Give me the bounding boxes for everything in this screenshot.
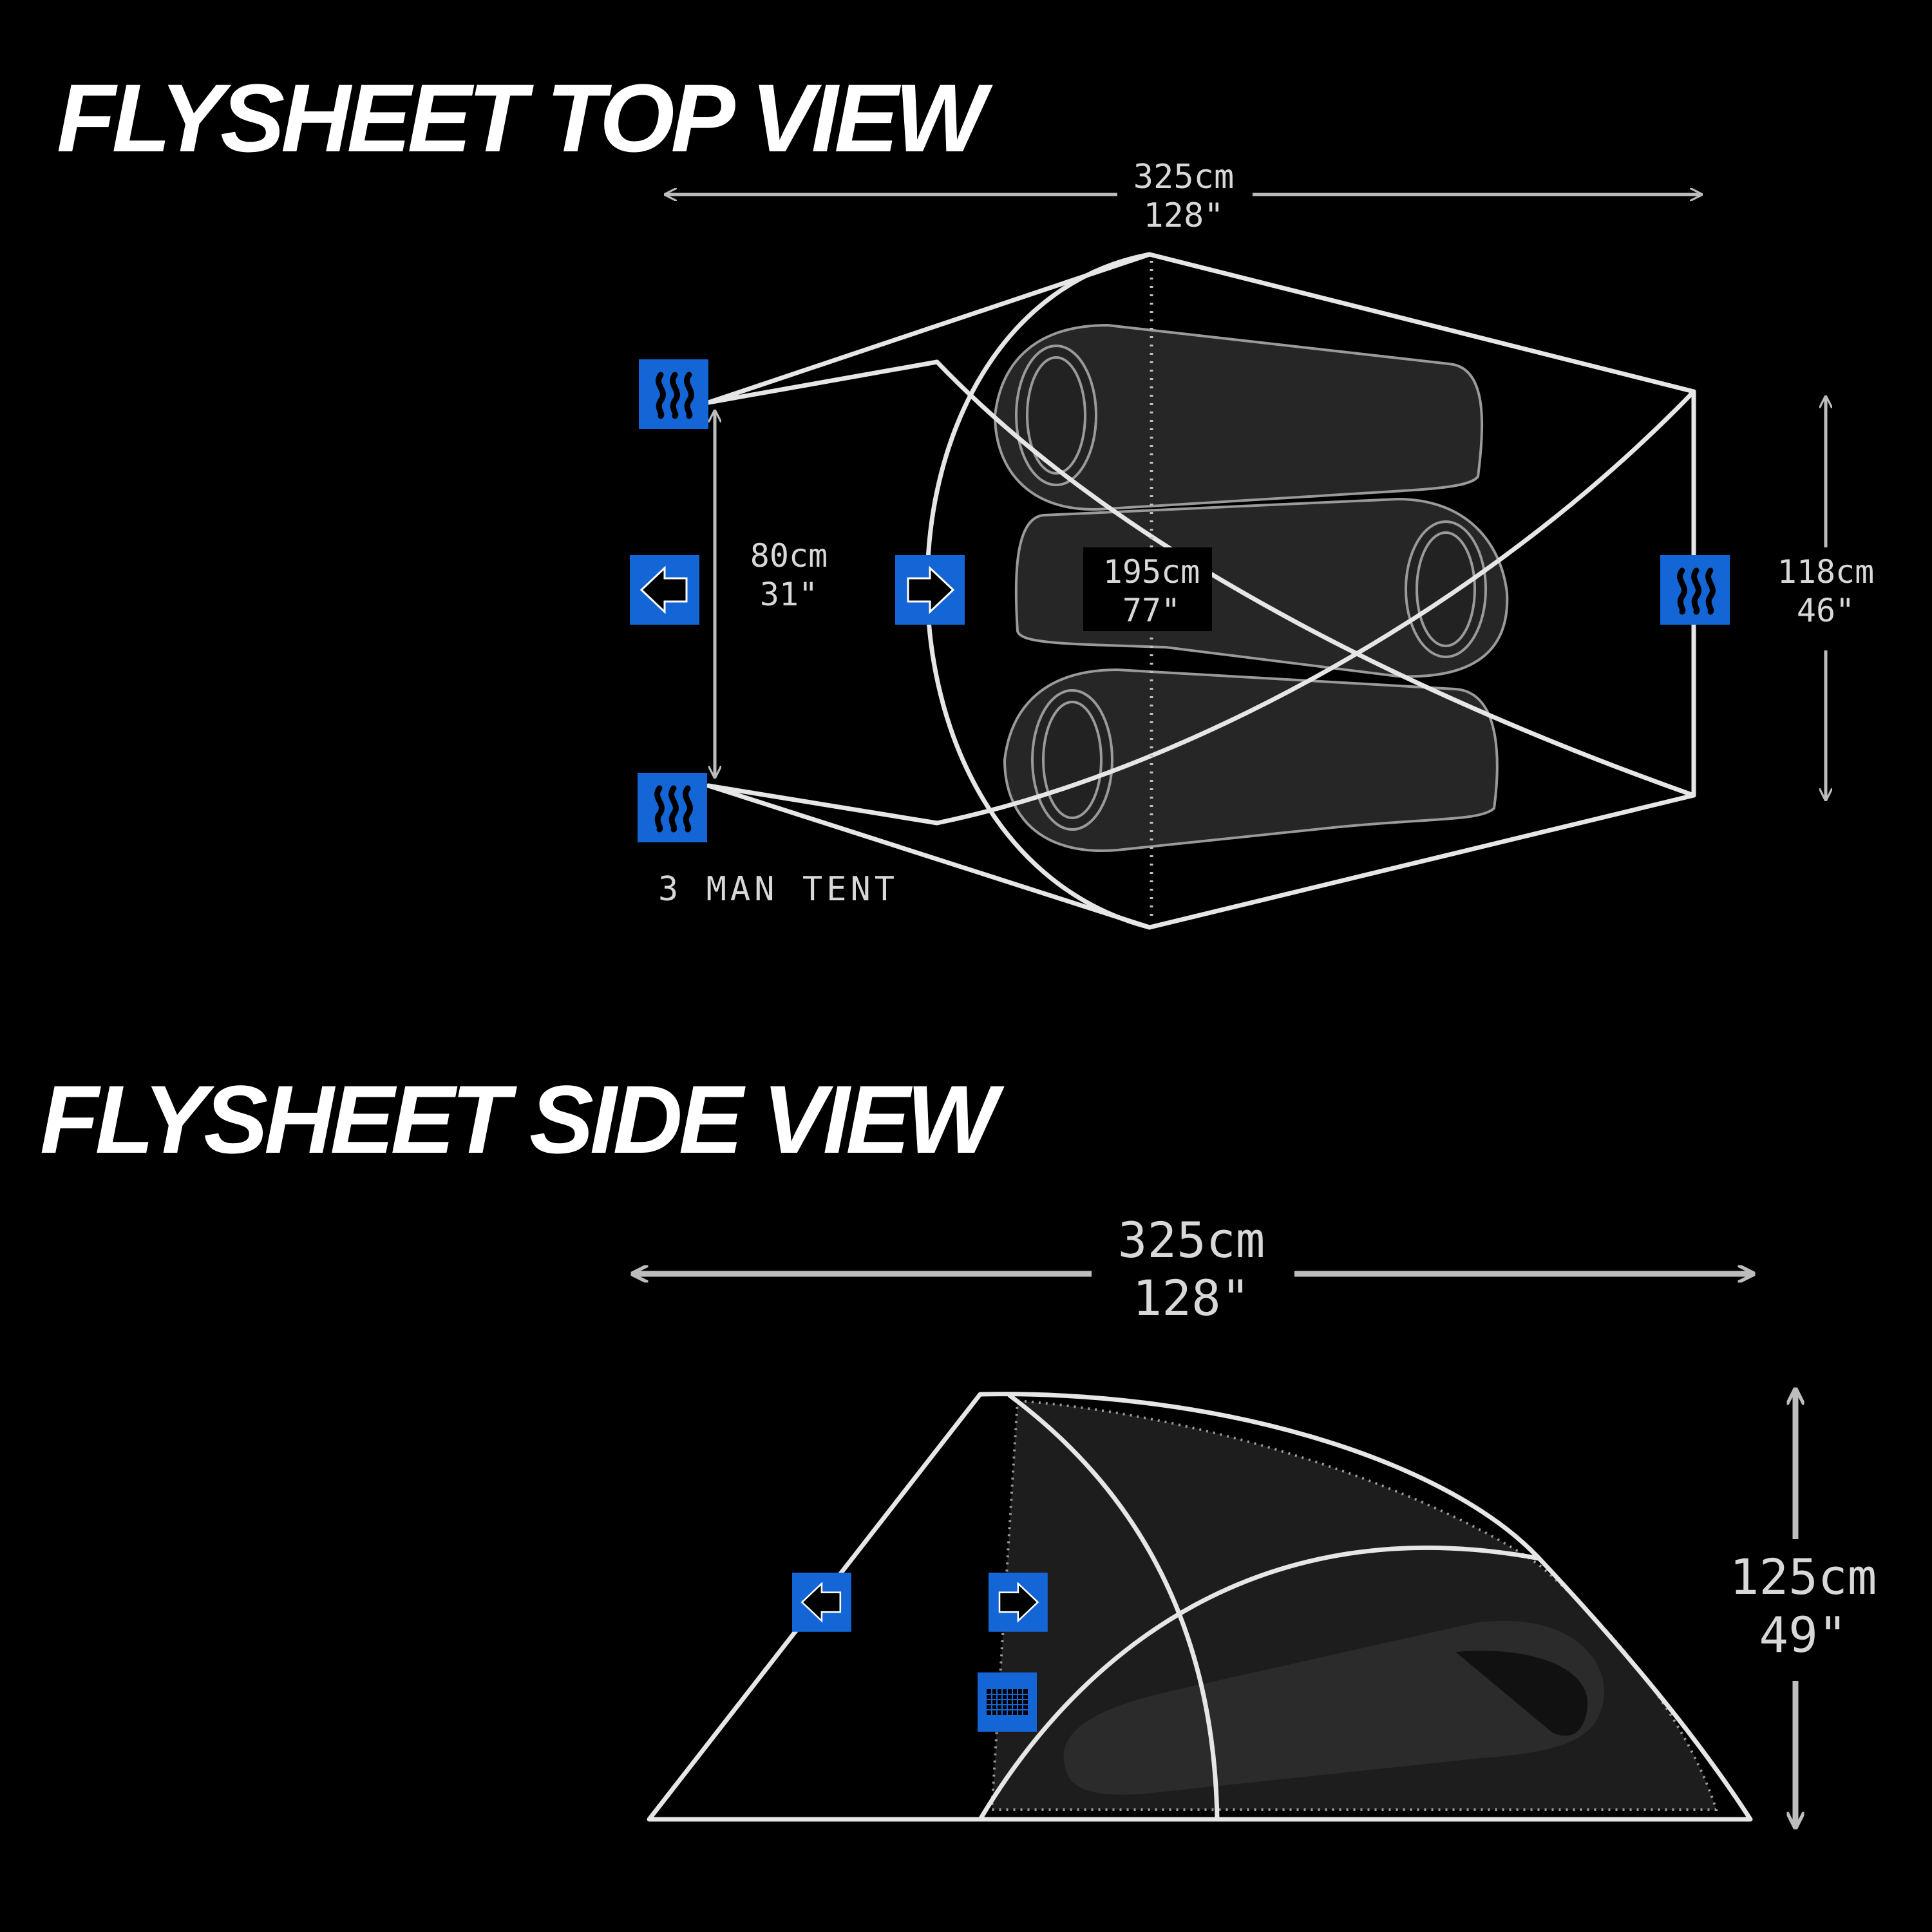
width-in: 46" (1797, 592, 1855, 629)
sleeping-bag-hood-side (1455, 1651, 1588, 1736)
vent-icon (638, 773, 707, 842)
sleeping-bag-side (1063, 1620, 1605, 1795)
capacity-label: 3 MAN TENT (658, 870, 898, 909)
sleeping-bag-top (993, 323, 1484, 511)
side-view-outline (647, 1392, 1753, 1822)
door-enter-icon (894, 554, 966, 626)
top-length-cm: 325cm (1133, 158, 1235, 196)
vestibule-depth-cm: 80cm (750, 537, 828, 574)
vent-icon (639, 359, 708, 429)
side-view-title: FLYSHEET SIDE VIEW (40, 1065, 1005, 1173)
width-cm: 118cm (1777, 553, 1875, 591)
door-exit-icon (791, 1571, 853, 1633)
sleeping-bag-bottom (1003, 668, 1499, 852)
sleeping-bags (993, 323, 1509, 852)
height-cm: 125cm (1730, 1548, 1877, 1605)
top-length-in: 128" (1143, 196, 1224, 235)
vestibule-depth-in: 31" (760, 576, 818, 613)
height-in: 49" (1759, 1606, 1847, 1663)
inner-length-in: 77" (1122, 592, 1180, 629)
inner-length-cm: 195cm (1103, 553, 1200, 591)
sleeping-bag-middle (1014, 497, 1509, 678)
door-enter-icon (987, 1571, 1049, 1633)
side-length-cm: 325cm (1118, 1211, 1265, 1269)
door-exit-icon (629, 554, 701, 626)
side-length-in: 128" (1132, 1269, 1250, 1327)
vent-icon (1660, 555, 1730, 625)
mesh-icon (978, 1672, 1037, 1732)
inner-length-label-box (1083, 547, 1212, 631)
top-view-title: FLYSHEET TOP VIEW (57, 64, 993, 172)
